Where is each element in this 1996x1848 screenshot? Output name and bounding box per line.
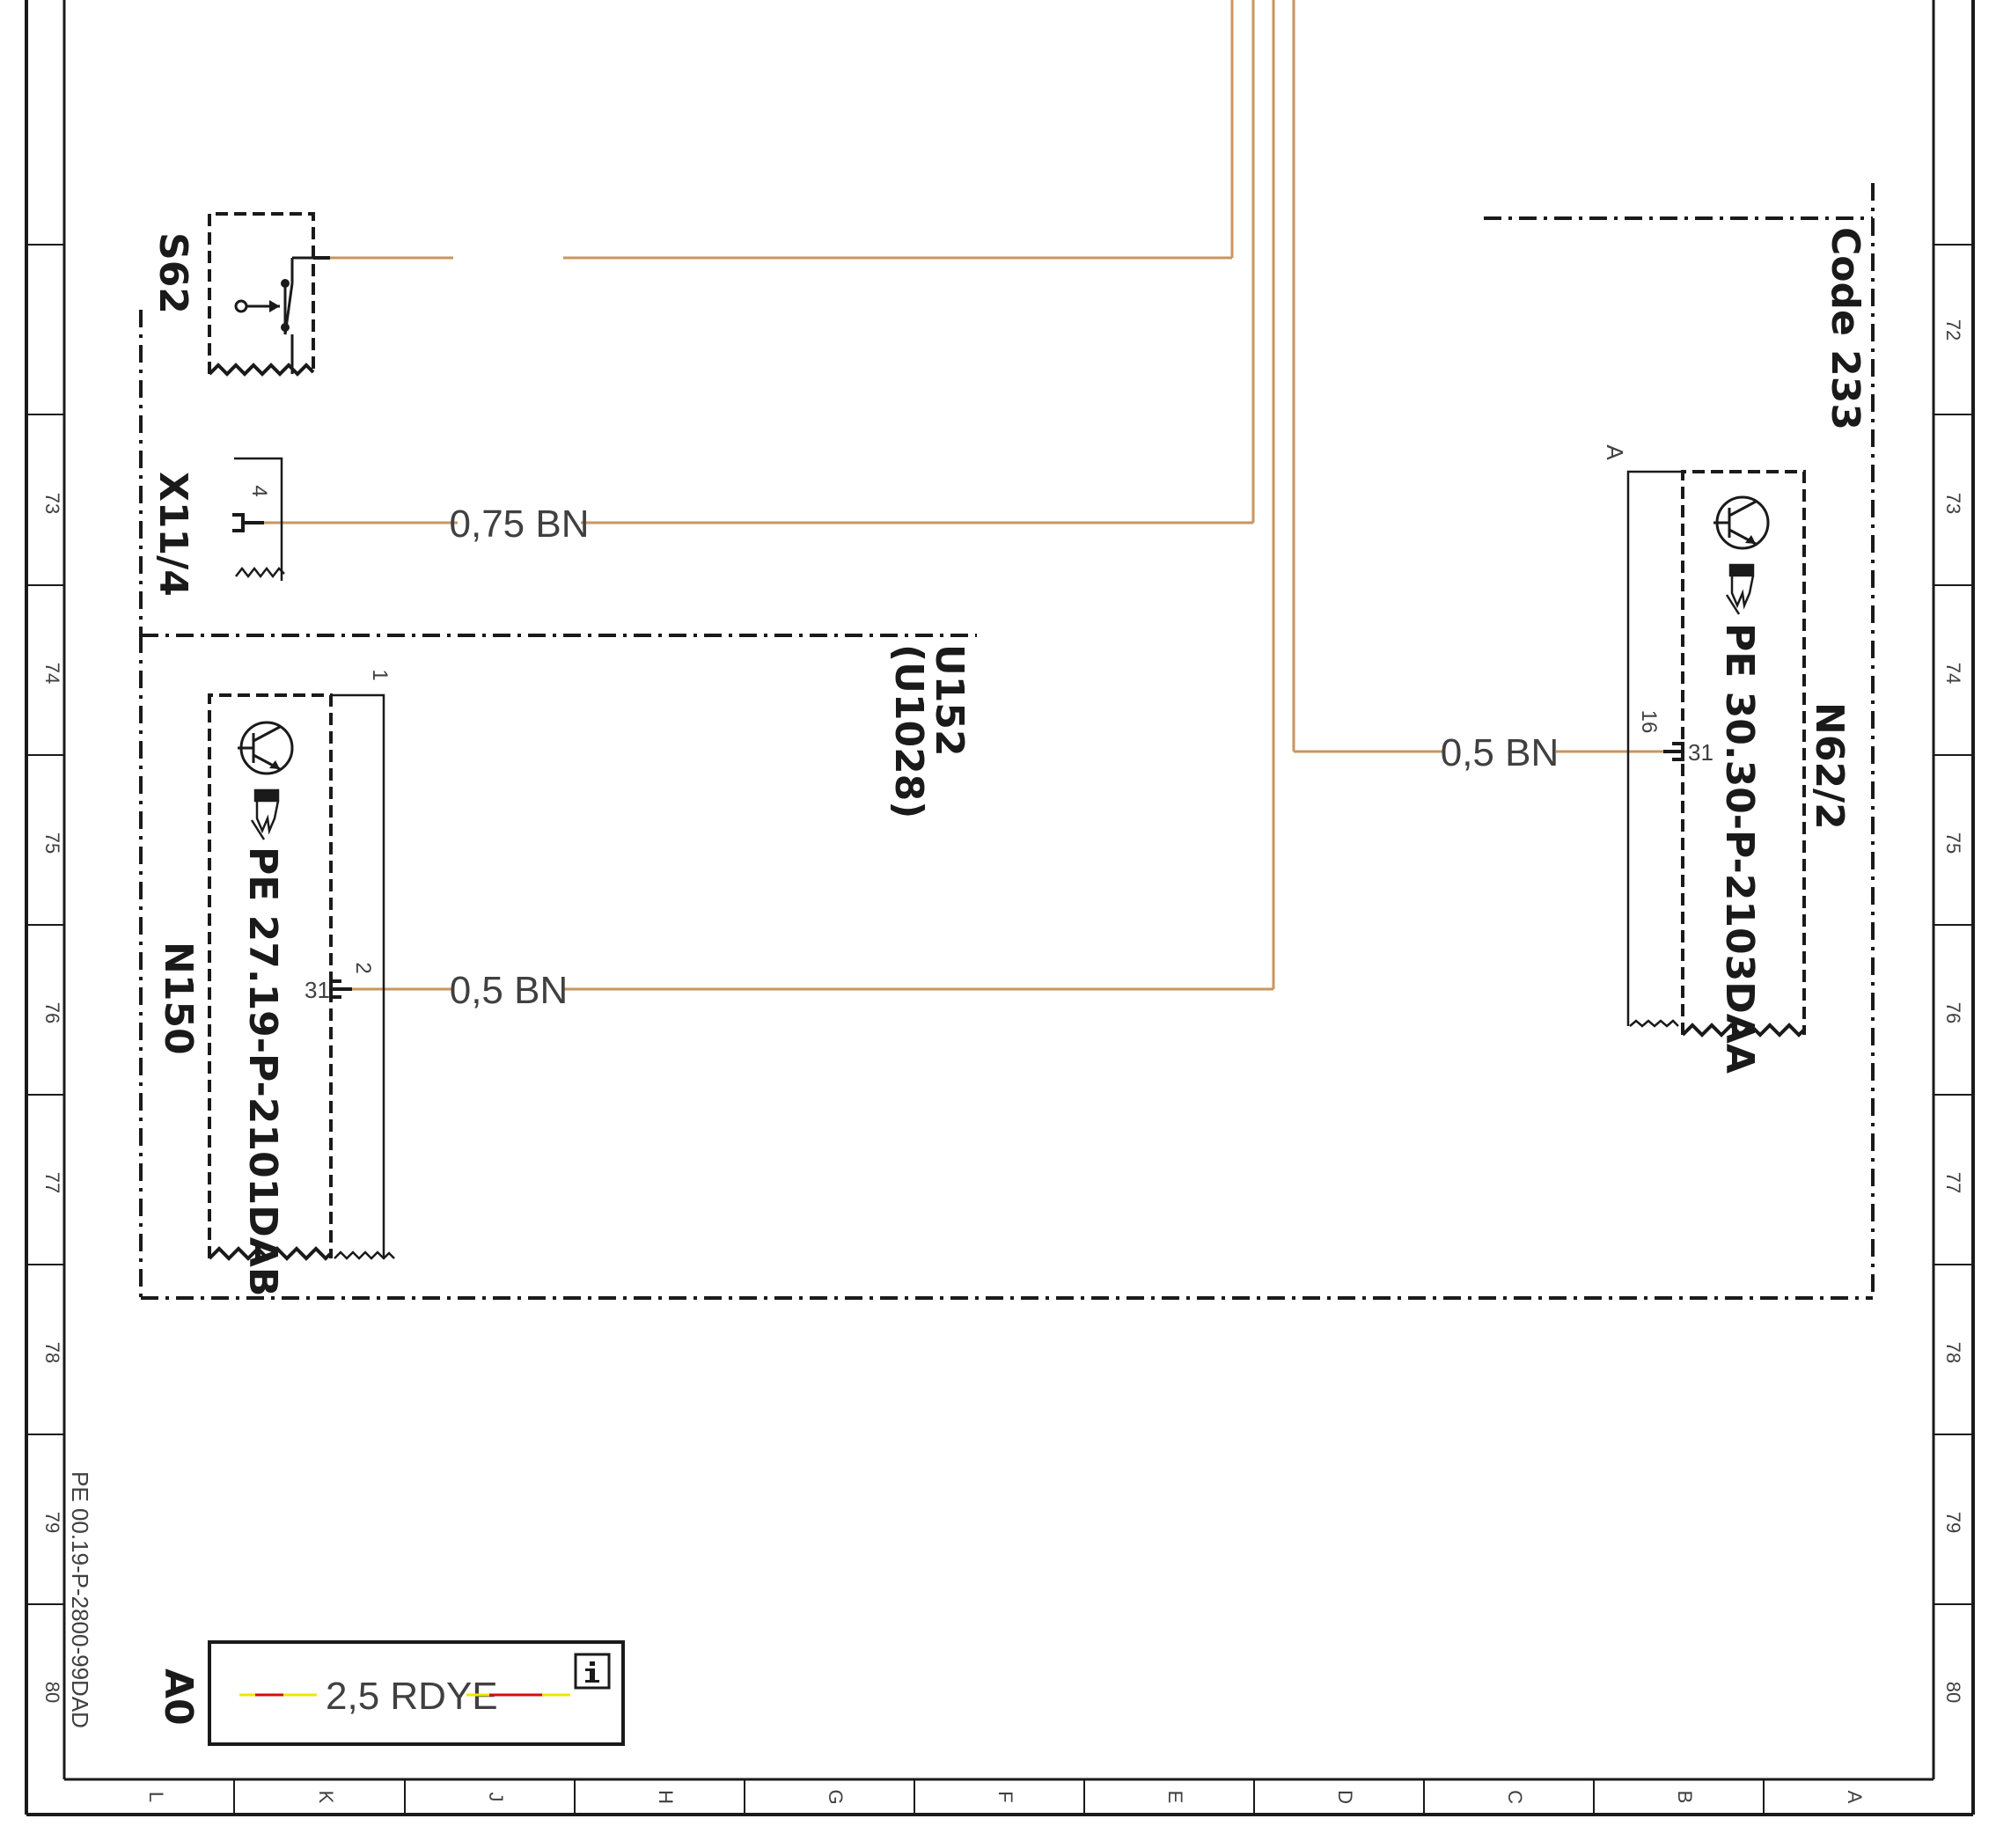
component-label-s62: S62 (150, 232, 195, 314)
x11-4-connector: 4 X11/4 (150, 457, 285, 597)
s62-switch: S62 (150, 212, 330, 377)
column-letter: A (1844, 1791, 1866, 1804)
hand-pointer-icon (1725, 563, 1755, 615)
column-letter: L (145, 1792, 167, 1802)
n62-2-module: PE 30.30-P-2103DAA A 16 31 N62/2 (1602, 444, 1852, 1074)
row-number: 76 (1942, 1002, 1964, 1023)
row-number: 79 (41, 1512, 63, 1533)
info-icon (574, 1653, 611, 1690)
n62-2-reference: PE 30.30-P-2103DAA (1717, 623, 1762, 1074)
row-number: 77 (1942, 1172, 1964, 1193)
dash-dot-boundaries (139, 183, 1875, 1300)
legend-label: A0 (156, 1668, 201, 1726)
column-letter: E (1164, 1791, 1186, 1804)
wire-harness (264, 0, 1663, 991)
column-letter: K (315, 1791, 337, 1804)
legend: A0 2,5 RDYE (156, 1640, 625, 1746)
n62-2-pin-mid: 16 (1637, 710, 1661, 734)
hand-pointer-icon (250, 788, 280, 840)
row-number: 76 (41, 1002, 63, 1023)
row-numbers-left: 73 74 75 76 77 78 79 80 (41, 493, 63, 1703)
wire-label-x11-4: 0,75 BN (450, 502, 590, 546)
row-number: 78 (1942, 1342, 1964, 1363)
row-number: 73 (41, 493, 63, 514)
row-number: 79 (1942, 1512, 1964, 1533)
row-number: 75 (1942, 832, 1964, 854)
n150-pin-mid: 2 (351, 962, 375, 973)
row-numbers-right: 72 73 74 75 76 77 78 79 80 (1942, 319, 1964, 1703)
row-number: 77 (41, 1172, 63, 1193)
row-number: 74 (1942, 663, 1964, 684)
n150-module: PE 27.19-P-2101DAB 1 2 31 N150 (156, 669, 395, 1296)
x11-4-pin-number: 4 (247, 485, 271, 496)
n150-terminal: 31 (305, 977, 330, 1003)
column-letter: B (1674, 1791, 1696, 1804)
column-letter: D (1334, 1790, 1356, 1804)
column-letter: J (485, 1793, 507, 1802)
n150-pin-top: 1 (368, 669, 392, 680)
column-letter: F (994, 1791, 1016, 1802)
component-label-u152: U152 (927, 644, 972, 757)
column-letter: H (655, 1790, 677, 1804)
wire-label-n150: 0,5 BN (450, 969, 569, 1012)
sheet-frame (25, 0, 1975, 1816)
n150-reference: PE 27.19-P-2101DAB (240, 847, 285, 1296)
row-number: 78 (41, 1342, 63, 1363)
column-letters: L K J H G F E D C B A (145, 1789, 1866, 1804)
column-letter: C (1504, 1790, 1526, 1804)
component-label-n62-2: N62/2 (1807, 702, 1852, 830)
wire-label-n62-2: 0,5 BN (1441, 731, 1559, 774)
row-number: 74 (41, 663, 63, 684)
component-label-n150: N150 (156, 942, 201, 1055)
column-letter: G (825, 1789, 847, 1804)
row-number: 80 (1942, 1682, 1964, 1703)
row-number: 73 (1942, 493, 1964, 514)
n62-2-pin-a: A (1602, 444, 1628, 460)
row-number: 72 (1942, 319, 1964, 341)
component-sublabel-u152: (U1028) (886, 644, 931, 818)
document-reference: PE 00.19-P-2800-99DAD (67, 1471, 93, 1728)
row-number: 80 (41, 1682, 63, 1703)
n62-2-terminal: 31 (1688, 739, 1713, 766)
row-number: 75 (41, 832, 63, 854)
code-label: Code 233 (1823, 227, 1868, 430)
component-label-x11-4: X11/4 (150, 472, 195, 597)
